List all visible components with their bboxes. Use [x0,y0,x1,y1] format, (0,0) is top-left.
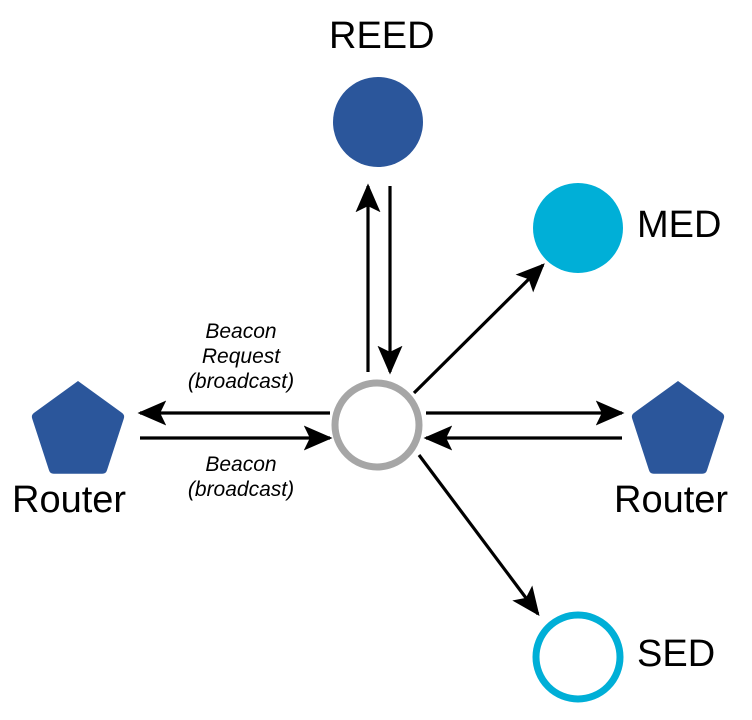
edge-label-beacon-request: Beacon Request (broadcast) [187,320,295,393]
node-center-device[interactable] [331,379,423,471]
node-med[interactable] [533,183,623,273]
node-sed[interactable] [532,611,624,703]
edge-label-beacon: Beacon (broadcast) [187,453,295,501]
node-router-left[interactable] [31,381,125,474]
node-reed[interactable] [333,77,423,167]
node-label-med: MED [637,204,722,246]
edge-center-to-med [412,263,545,395]
node-label-reed: REED [329,15,435,57]
node-label-sed: SED [637,633,716,675]
node-label-router-left: Router [12,479,127,521]
node-label-router-right: Router [614,479,729,521]
edge-center-to-sed [417,454,540,617]
node-router-right[interactable] [631,381,725,474]
